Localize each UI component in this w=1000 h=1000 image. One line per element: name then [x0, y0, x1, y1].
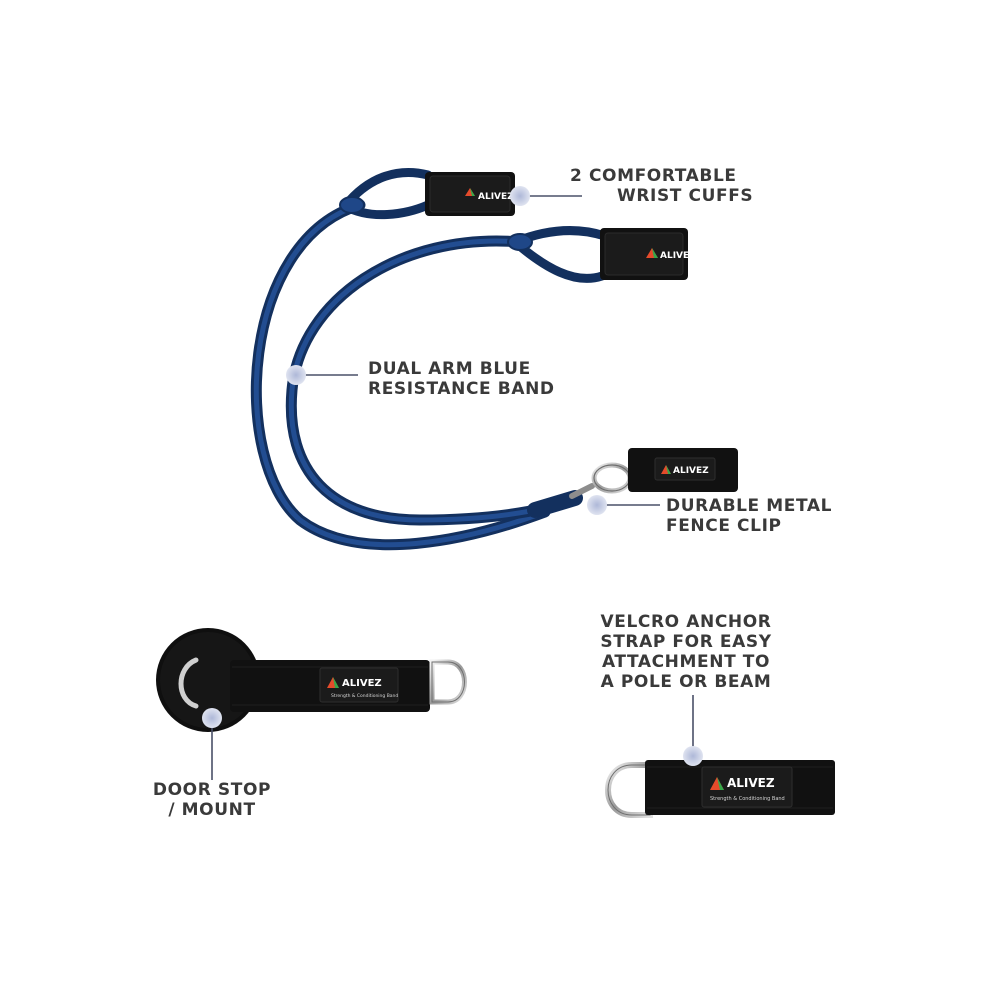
brand-name: ALIVEZ — [660, 251, 696, 261]
label-fence-clip: DURABLE METAL FENCE CLIP — [666, 496, 832, 536]
brand-tagline: Strength & Conditioning Band — [331, 693, 398, 699]
label-line: DUAL ARM BLUE — [368, 359, 531, 379]
alivez-logo-icon — [327, 677, 339, 688]
clip-strap: ALIVEZ — [628, 448, 738, 492]
label-line: ATTACHMENT TO — [601, 652, 771, 672]
brand-name: ALIVEZ — [342, 678, 382, 689]
alivez-logo-icon — [646, 248, 658, 258]
label-line: DOOR STOP — [152, 780, 272, 800]
metal-fence-clip — [569, 462, 633, 499]
alivez-logo-icon — [661, 465, 671, 474]
label-wrist-cuffs: 2 COMFORTABLE WRIST CUFFS — [570, 166, 753, 206]
callout-dot — [510, 186, 530, 206]
callout-dot — [683, 746, 703, 766]
label-line: VELCRO ANCHOR — [600, 612, 772, 632]
wrist-cuff: ALIVEZ — [600, 228, 696, 280]
label-line: 2 COMFORTABLE — [570, 166, 737, 186]
label-line: DURABLE METAL — [666, 496, 833, 516]
label-line: STRAP FOR EASY — [600, 632, 772, 652]
callout-dots — [202, 186, 703, 766]
blue-resistance-band — [250, 168, 610, 551]
wrist-cuff: ALIVEZ — [425, 172, 515, 216]
brand-name: ALIVEZ — [673, 466, 709, 476]
callout-lines — [211, 195, 694, 780]
label-resistance-band: DUAL ARM BLUE RESISTANCE BAND — [368, 359, 555, 399]
label-line: WRIST CUFFS — [617, 186, 754, 206]
brand-name: ALIVEZ — [478, 192, 514, 202]
brand-name: ALIVEZ — [727, 776, 775, 790]
d-ring-icon — [605, 762, 653, 818]
callout-dot — [286, 365, 306, 385]
label-line: FENCE CLIP — [666, 516, 782, 536]
callout-dot — [587, 495, 607, 515]
label-door-stop: DOOR STOP / MOUNT — [150, 780, 274, 820]
door-stop-mount: ALIVEZ Strength & Conditioning Band — [156, 628, 467, 732]
label-line: A POLE OR BEAM — [600, 672, 772, 692]
label-line: / MOUNT — [168, 800, 256, 820]
brand-tagline: Strength & Conditioning Band — [710, 796, 785, 802]
callout-dot — [202, 708, 222, 728]
velcro-anchor-strap: ALIVEZ Strength & Conditioning Band — [605, 760, 835, 818]
label-velcro-anchor: VELCRO ANCHOR STRAP FOR EASY ATTACHMENT … — [596, 612, 776, 692]
alivez-logo-icon — [710, 777, 724, 790]
label-line: RESISTANCE BAND — [368, 379, 555, 399]
alivez-logo-icon — [465, 188, 475, 196]
d-ring-icon — [429, 659, 467, 705]
